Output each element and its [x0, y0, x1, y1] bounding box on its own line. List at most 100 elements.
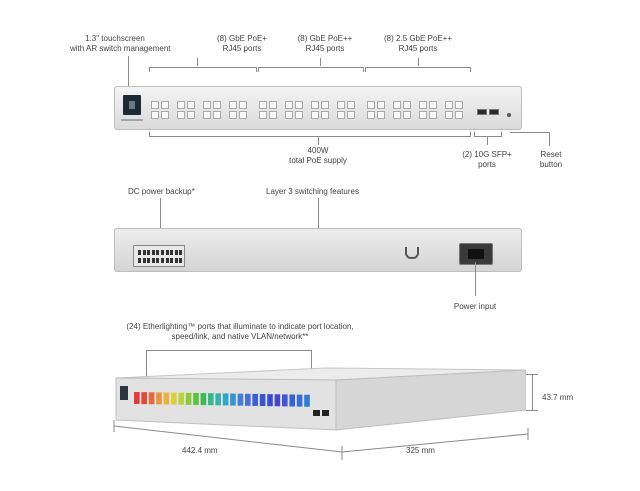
- bracket-sfp: [474, 132, 502, 137]
- rj45-port[interactable]: [321, 101, 329, 109]
- rj45-port[interactable]: [377, 101, 385, 109]
- rj45-port[interactable]: [213, 111, 221, 119]
- etherlighting-port: [289, 394, 295, 407]
- etherlighting-port: [237, 393, 244, 406]
- etherlighting-port: [208, 393, 214, 406]
- ac-power-inlet[interactable]: [459, 243, 493, 265]
- rj45-port[interactable]: [295, 111, 303, 119]
- dc-pin: [165, 258, 169, 263]
- dc-pin: [179, 258, 183, 263]
- etherlighting-port: [193, 392, 199, 405]
- rj45-port[interactable]: [367, 111, 375, 119]
- rj45-port[interactable]: [269, 101, 277, 109]
- etherlighting-port: [304, 394, 310, 407]
- rj45-port[interactable]: [393, 101, 401, 109]
- dc-pin: [156, 250, 160, 255]
- power-input-label: Power input: [453, 302, 497, 311]
- rj45-port[interactable]: [337, 101, 345, 109]
- rj45-port[interactable]: [455, 101, 463, 109]
- rj45-port[interactable]: [285, 101, 293, 109]
- rj45-port[interactable]: [295, 101, 303, 109]
- etherlighting-port: [171, 392, 177, 405]
- rj45-port[interactable]: [203, 111, 211, 119]
- rj45-port[interactable]: [419, 111, 427, 119]
- etherlighting-port: [134, 392, 140, 404]
- switch-front-view: [114, 86, 522, 130]
- rj45-port[interactable]: [445, 101, 453, 109]
- leader-3: [418, 58, 419, 66]
- etherlighting-port: [163, 392, 170, 405]
- rj45-port[interactable]: [429, 111, 437, 119]
- rj45-port[interactable]: [311, 111, 319, 119]
- rj45-port[interactable]: [259, 101, 267, 109]
- rj45-port[interactable]: [177, 111, 185, 119]
- gbe25-poe-plusplus-label: (8) 2.5 GbE PoE++ RJ45 ports: [383, 34, 453, 53]
- dc-pin: [147, 250, 151, 255]
- chassis-side: [335, 369, 526, 431]
- touchscreen-label: 1.3" touchscreen with AR switch manageme…: [70, 34, 171, 53]
- rj45-port[interactable]: [229, 111, 237, 119]
- rj45-port[interactable]: [239, 101, 247, 109]
- dc-pin: [156, 258, 160, 263]
- perspective-sfp-2: [322, 410, 329, 416]
- rj45-port[interactable]: [347, 111, 355, 119]
- width-dim-line: [113, 425, 343, 453]
- rj45-port[interactable]: [419, 101, 427, 109]
- bracket-poe-plus: [149, 67, 257, 72]
- reset-button[interactable]: [507, 113, 511, 117]
- rj45-port[interactable]: [187, 101, 195, 109]
- perspective-sfp-1: [313, 410, 320, 416]
- poe-supply-label: 400W total PoE supply: [289, 146, 347, 165]
- rj45-port[interactable]: [161, 101, 169, 109]
- rj45-port[interactable]: [403, 111, 411, 119]
- rj45-port[interactable]: [151, 101, 159, 109]
- width-label: 442.4 mm: [182, 446, 218, 455]
- dc-pin: [179, 250, 183, 255]
- rj45-port[interactable]: [377, 111, 385, 119]
- rj45-port[interactable]: [367, 101, 375, 109]
- dc-pin: [138, 258, 141, 263]
- rj45-port[interactable]: [203, 101, 211, 109]
- rj45-port[interactable]: [321, 111, 329, 119]
- rj45-port[interactable]: [311, 101, 319, 109]
- sfp-port-1[interactable]: [477, 109, 487, 115]
- etherlighting-port: [200, 393, 207, 406]
- bracket-poe-plusplus: [258, 67, 364, 72]
- touchscreen[interactable]: [123, 95, 141, 115]
- rj45-port[interactable]: [239, 111, 247, 119]
- gbe-poe-plusplus-label: (8) GbE PoE++ RJ45 ports: [297, 34, 353, 53]
- rj45-port[interactable]: [337, 111, 345, 119]
- rj45-port[interactable]: [429, 101, 437, 109]
- rj45-port[interactable]: [445, 111, 453, 119]
- rj45-port[interactable]: [229, 101, 237, 109]
- rj45-port[interactable]: [403, 101, 411, 109]
- dc-backup-label: DC power backup*: [128, 187, 195, 196]
- rj45-port[interactable]: [187, 111, 195, 119]
- rj45-port[interactable]: [161, 111, 169, 119]
- dc-pin: [165, 250, 169, 255]
- rj45-port[interactable]: [393, 111, 401, 119]
- etherlighting-port: [252, 393, 258, 406]
- etherlighting-label: (24) Etherlighting™ ports that illuminat…: [126, 322, 354, 341]
- etherlighting-port: [141, 392, 147, 405]
- height-dimension-line: [532, 374, 533, 410]
- rj45-port[interactable]: [151, 111, 159, 119]
- etherlighting-port: [274, 394, 281, 407]
- etherlighting-port: [178, 392, 184, 405]
- rj45-port[interactable]: [177, 101, 185, 109]
- etherlighting-port: [156, 392, 162, 405]
- rj45-port[interactable]: [347, 101, 355, 109]
- rj45-port[interactable]: [259, 111, 267, 119]
- rj45-port[interactable]: [269, 111, 277, 119]
- sfp-port-2[interactable]: [489, 109, 499, 115]
- rj45-port[interactable]: [285, 111, 293, 119]
- rj45-port[interactable]: [455, 111, 463, 119]
- dc-pin: [151, 258, 155, 263]
- rj45-port[interactable]: [213, 101, 221, 109]
- power-leader: [475, 262, 476, 296]
- dc-pin: [161, 250, 164, 255]
- dc-pin: [142, 258, 146, 263]
- etherlighting-ports: [134, 392, 310, 407]
- touchscreen-leader: [128, 56, 129, 96]
- dc-pin: [147, 258, 151, 263]
